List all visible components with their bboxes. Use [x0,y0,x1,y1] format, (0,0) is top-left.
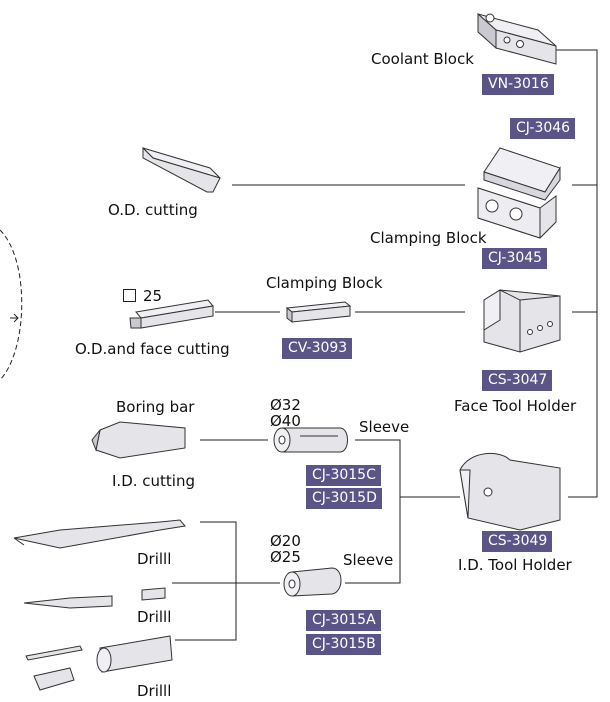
cj3046-badge: CJ-3046 [510,118,576,139]
cj3015d-badge: CJ-3015D [306,488,382,509]
sleeve-lower-dia1: Ø20 [270,532,301,550]
sleeve-upper-label: Sleeve [359,418,410,436]
od-face-cutting-label: O.D.and face cutting [75,340,230,358]
sleeve-upper-dia1: Ø32 [270,396,301,414]
od-face-size: 25 [143,287,163,305]
drill-connector [172,521,280,641]
sleeve-upper-connector [355,439,460,498]
drill-2-illustration [23,587,166,609]
drill-2-label: Drilll [137,608,172,626]
boring-bar-label: Boring bar [116,398,195,416]
dashed-arc [0,229,23,381]
cs3047-badge: CS-3047 [482,370,553,391]
square-symbol-icon [123,289,136,302]
id-cutting-label: I.D. cutting [112,472,195,490]
boring-bar-illustration [91,421,186,459]
od-cutting-label: O.D. cutting [108,201,198,219]
cj3015b-badge: CJ-3015B [306,634,381,655]
face-tool-holder-illustration [483,289,561,353]
drill-1-illustration [13,519,186,549]
clamping-block-mid-illustration [285,301,352,324]
coolant-block-illustration [477,12,557,65]
sleeve-lower-label: Sleeve [343,551,394,569]
sleeve-lower-illustration [283,567,342,597]
drill-3-illustration [25,635,173,691]
face-tool-holder-label: Face Tool Holder [454,397,577,415]
cv3093-badge: CV-3093 [282,338,353,359]
cj3015c-badge: CJ-3015C [306,465,381,486]
coolant-block-label: Coolant Block [371,50,474,68]
drill-1-label: Drilll [137,550,172,568]
od-face-tool-illustration [129,299,214,329]
vn3016-badge: VN-3016 [482,74,554,95]
sleeve-upper-dia2: Ø40 [270,412,301,430]
cj3045-badge: CJ-3045 [482,248,548,269]
arrow-icon [10,313,19,323]
clamping-block-top-illustration [477,147,561,239]
sleeve-lower-dia2: Ø25 [270,548,301,566]
id-tool-holder-illustration [459,452,561,531]
id-tool-holder-label: I.D. Tool Holder [458,556,572,574]
cj3015a-badge: CJ-3015A [306,610,381,631]
bracket-line [548,49,598,498]
clamping-block-top-label: Clamping Block [370,229,487,247]
od-cutting-tool-illustration [142,146,221,193]
sleeve-upper-illustration [273,427,348,453]
clamping-block-mid-label: Clamping Block [266,274,383,292]
drill-3-label: Drilll [137,682,172,700]
sleeve-lower-connector [345,497,401,584]
cs3049-badge: CS-3049 [482,531,553,552]
